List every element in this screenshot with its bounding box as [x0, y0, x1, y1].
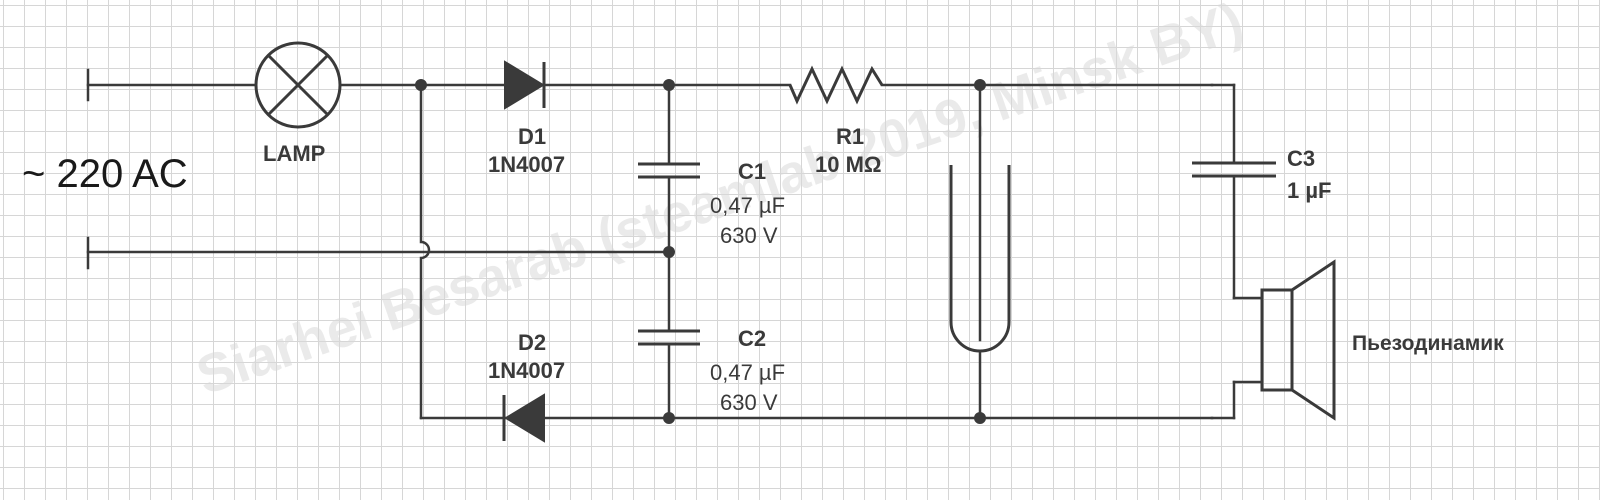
junction-dot — [663, 412, 675, 424]
c2-value-label: 0,47 µF — [710, 360, 785, 385]
diode-d1-symbol — [504, 60, 546, 110]
d1-part-label: 1N4007 — [488, 152, 565, 177]
c3-value-label: 1 µF — [1287, 178, 1331, 203]
junction-dot — [663, 246, 675, 258]
junction-dot — [974, 79, 986, 91]
d2-part-label: 1N4007 — [488, 358, 565, 383]
d1-ref-label: D1 — [518, 124, 546, 149]
capacitor-c1-symbol — [638, 162, 700, 179]
capacitor-c2-symbol — [638, 329, 700, 346]
lamp-label: LAMP — [263, 141, 325, 166]
c1-ref-label: C1 — [738, 159, 766, 184]
diode-d2-symbol — [502, 393, 545, 443]
c1-value-label: 0,47 µF — [710, 193, 785, 218]
c2-voltage-label: 630 V — [720, 390, 778, 415]
speaker-label: Пьезодинамик — [1352, 332, 1504, 355]
wire-left-vertical — [419, 83, 431, 420]
junction-dot — [415, 79, 427, 91]
c2-ref-label: C2 — [738, 326, 766, 351]
speaker-symbol — [1260, 259, 1336, 421]
c1-voltage-label: 630 V — [720, 223, 778, 248]
lamp-symbol — [254, 41, 342, 129]
junction-dot — [663, 79, 675, 91]
c3-ref-label: C3 — [1287, 146, 1315, 171]
d2-ref-label: D2 — [518, 330, 546, 355]
junction-dot — [974, 412, 986, 424]
r1-ref-label: R1 — [836, 124, 864, 149]
r1-value-label: 10 MΩ — [815, 152, 882, 177]
resistor-r1-symbol — [788, 65, 884, 105]
supply-label: ~ 220 AC — [22, 152, 188, 196]
capacitor-c3-symbol — [1192, 161, 1276, 178]
